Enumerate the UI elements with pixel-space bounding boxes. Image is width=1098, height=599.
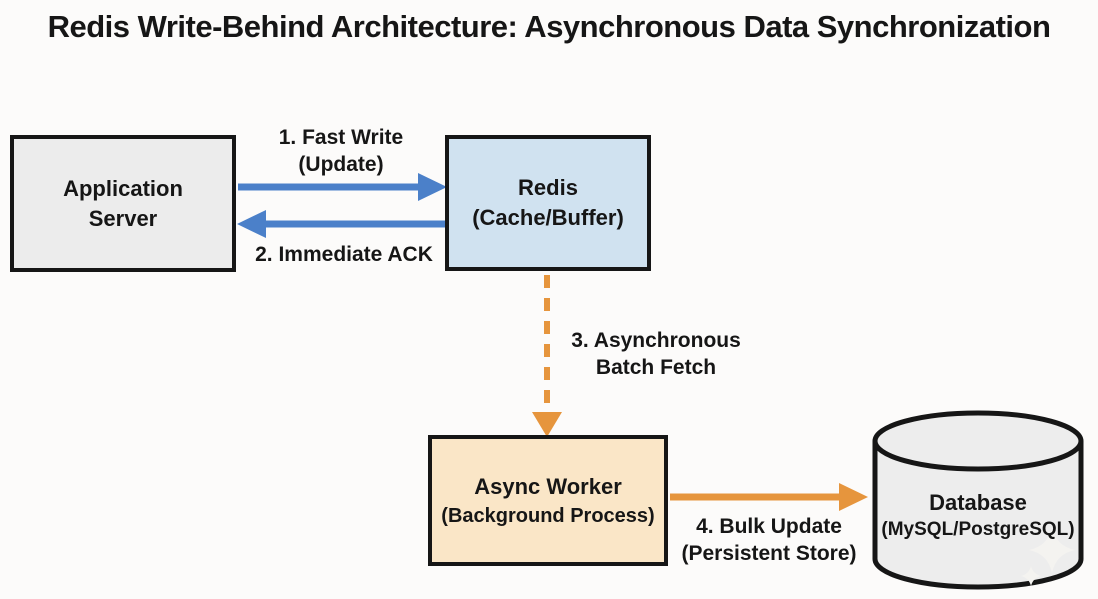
edge-label-fast-write-line2: (Update) <box>298 153 384 176</box>
node-redis-label-line2: (Cache/Buffer) <box>472 205 624 230</box>
node-application-server-label-line1: Application <box>63 175 183 201</box>
edge-label-bulk-update: 4. Bulk Update (Persistent Store) <box>663 513 875 567</box>
edge-label-batch-fetch-line1: 3. Asynchronous <box>571 329 741 352</box>
node-application-server-label-line2: Server <box>88 205 158 231</box>
arrow-fast-write <box>238 173 447 201</box>
node-application-server: Application Server <box>10 135 236 272</box>
edge-label-bulk-update-line1: 4. Bulk Update <box>696 515 842 538</box>
node-redis: Redis (Cache/Buffer) <box>445 135 651 271</box>
diagram-title: Redis Write-Behind Architecture: Asynchr… <box>47 9 1051 44</box>
edge-label-fast-write-line1: 1. Fast Write <box>278 126 404 149</box>
node-database-shape <box>872 410 1084 590</box>
node-redis-label-line1: Redis <box>518 175 578 200</box>
node-async-worker: Async Worker (Background Process) <box>428 435 668 566</box>
arrow-bulk-update <box>670 483 868 511</box>
edge-label-fast-write: 1. Fast Write (Update) <box>243 124 439 178</box>
edge-label-immediate-ack: 2. Immediate ACK <box>255 243 433 266</box>
node-database-label-line2: (MySQL/PostgreSQL) <box>881 519 1075 540</box>
node-database-label-line1: Database <box>929 490 1027 515</box>
edge-label-batch-fetch: 3. Asynchronous Batch Fetch <box>556 327 756 381</box>
arrow-batch-fetch <box>532 275 562 437</box>
node-database-label: Database (MySQL/PostgreSQL) <box>868 489 1088 543</box>
node-async-worker-label-line1: Async Worker <box>474 473 622 499</box>
sparkle-watermark-small-icon <box>1021 566 1041 586</box>
edge-label-bulk-update-line2: (Persistent Store) <box>681 542 857 565</box>
sparkle-watermark-icon <box>1029 527 1075 573</box>
node-async-worker-label-line2: (Background Process) <box>441 504 655 527</box>
edge-label-batch-fetch-line2: Batch Fetch <box>595 356 717 379</box>
